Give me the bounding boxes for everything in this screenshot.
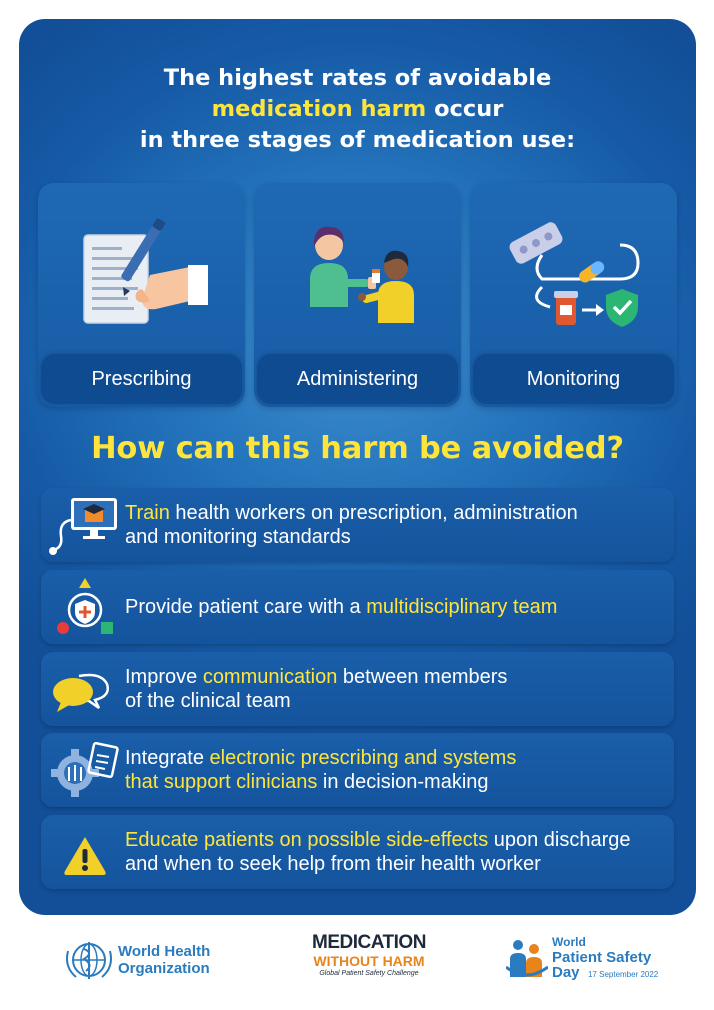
tip-educate-text: Educate patients on possible side-effect… <box>125 815 666 889</box>
stage-label-administering: Administering <box>257 354 458 404</box>
footer-logos: World Health Organization MEDICATION WIT… <box>0 925 714 1010</box>
stage-label-prescribing: Prescribing <box>41 354 242 404</box>
tip-electronic-prescribing: Integrate electronic prescribing and sys… <box>41 733 674 807</box>
tip-train: Train health workers on prescription, ad… <box>41 488 674 562</box>
tip-electronic-highlight-1: electronic prescribing and systems <box>209 747 517 769</box>
patient-safety-figures-icon <box>506 939 548 977</box>
speech-bubbles-icon <box>53 673 109 712</box>
tip-communication: Improve communication between members of… <box>41 652 674 726</box>
who-emblem-icon <box>66 942 112 979</box>
headline-line-3: in three stages of medication use: <box>139 127 576 153</box>
world-patient-safety-day-logo: World Patient Safety Day 17 September 20… <box>506 935 658 982</box>
headline: The highest rates of avoidable medicatio… <box>19 63 696 156</box>
nurse-giving-medicine-icon <box>310 226 414 323</box>
wpsd-date: 17 September 2022 <box>587 970 659 979</box>
question-heading: How can this harm be avoided? <box>91 431 624 466</box>
tip-communication-line2: of the clinical team <box>125 690 291 712</box>
tip-educate-highlight: Educate patients on possible side-effect… <box>125 829 489 851</box>
stage-card-administering: Administering <box>254 183 461 407</box>
electronic-prescribing-gear-icon <box>51 741 119 797</box>
mwh-line1: MEDICATION <box>312 932 426 953</box>
tip-communication-line1-a: Improve <box>125 666 203 688</box>
tip-train-line2: and monitoring standards <box>125 526 351 548</box>
who-logo: World Health Organization <box>64 937 210 983</box>
tip-educate-patients: Educate patients on possible side-effect… <box>41 815 674 889</box>
tip-electronic-line1-a: Integrate <box>125 747 210 769</box>
who-name-line2: Organization <box>118 960 210 977</box>
medication-monitoring-flow-icon <box>509 222 640 327</box>
who-name-line1: World Health <box>118 943 211 960</box>
stage-card-prescribing: Prescribing <box>38 183 245 407</box>
tip-train-text: Train health workers on prescription, ad… <box>125 488 666 562</box>
wpsd-line3: Day <box>552 964 580 981</box>
tip-multidisciplinary-highlight: multidisciplinary team <box>366 596 558 618</box>
mwh-line2: WITHOUT HARM <box>313 953 425 969</box>
headline-line-2-rest: occur <box>426 96 504 122</box>
tip-multidisciplinary: Provide patient care with a multidiscipl… <box>41 570 674 644</box>
headline-highlight: medication harm <box>211 96 427 122</box>
wpsd-line1: World <box>552 935 586 949</box>
wpsd-line2: Patient Safety <box>552 949 652 966</box>
warning-triangle-icon <box>64 837 106 875</box>
tip-electronic-prescribing-text: Integrate electronic prescribing and sys… <box>125 733 666 807</box>
tip-train-highlight: Train <box>125 502 170 524</box>
tip-educate-line1-b: upon discharge <box>488 829 631 851</box>
tip-communication-highlight: communication <box>202 666 338 688</box>
tip-educate-line2: and when to seek help from their health … <box>125 853 541 875</box>
headline-line-1: The highest rates of avoidable <box>163 65 552 91</box>
tip-communication-text: Improve communication between members of… <box>125 652 666 726</box>
headline-line-2: medication harm occur <box>19 94 696 125</box>
mwh-line3: Global Patient Safety Challenge <box>319 970 419 977</box>
tip-electronic-line2-b: in decision-making <box>317 771 489 793</box>
medication-without-harm-logo: MEDICATION WITHOUT HARM Global Patient S… <box>312 933 426 979</box>
prescription-writing-icon <box>83 218 208 324</box>
infographic-panel: The highest rates of avoidable medicatio… <box>19 19 696 915</box>
tip-train-line1: health workers on prescription, administ… <box>169 502 578 524</box>
tip-electronic-highlight-2: that support clinicians <box>125 771 318 793</box>
stage-card-monitoring: Monitoring <box>470 183 677 407</box>
training-monitor-stethoscope-icon <box>49 498 117 555</box>
tip-multidisciplinary-text: Provide patient care with a multidiscipl… <box>125 570 666 644</box>
tip-communication-line1-c: between members <box>337 666 508 688</box>
multidisciplinary-team-icon <box>57 578 113 634</box>
stage-label-monitoring: Monitoring <box>473 354 674 404</box>
tip-multidisciplinary-line1: Provide patient care with a <box>125 596 367 618</box>
